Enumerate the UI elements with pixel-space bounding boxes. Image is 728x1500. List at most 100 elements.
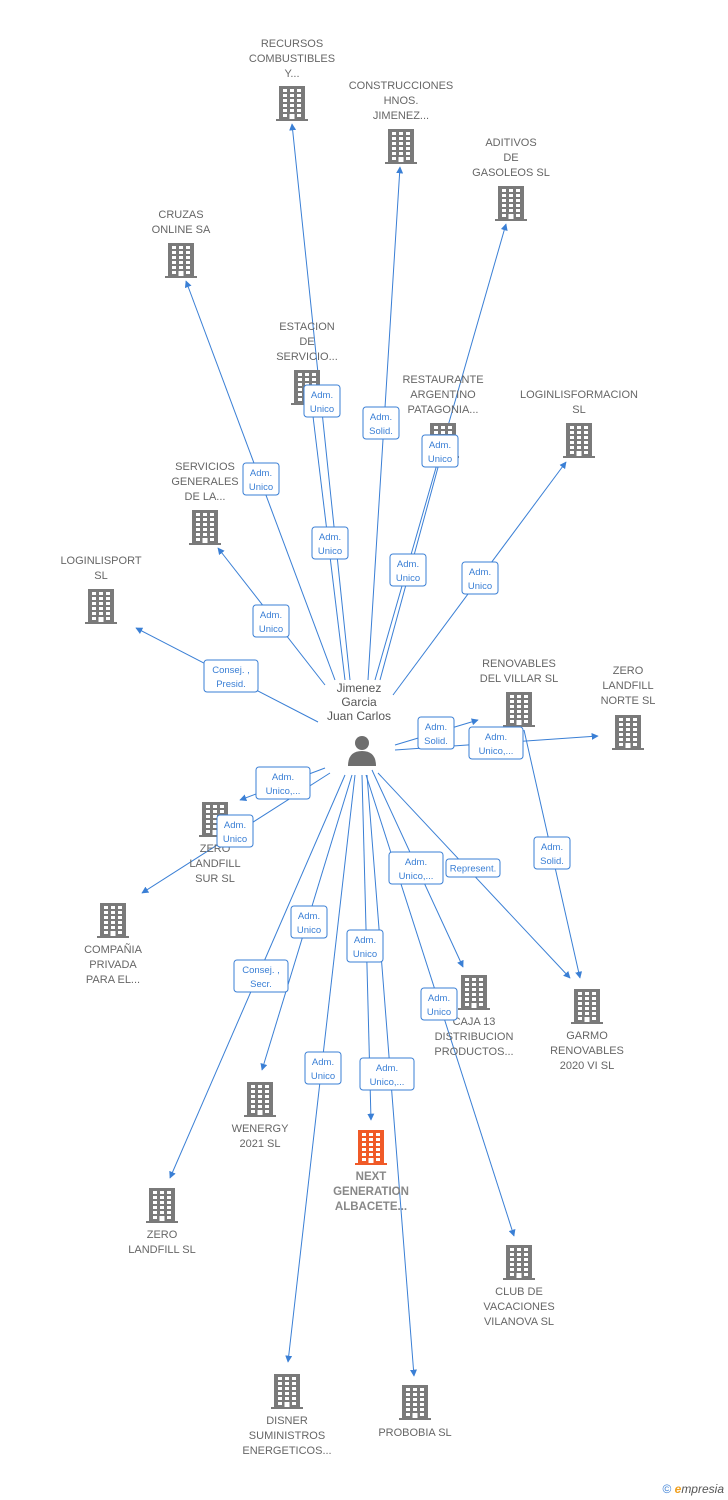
person-label: Jimenez: [337, 681, 382, 695]
nodes-layer: RECURSOSCOMBUSTIBLESY...CONSTRUCCIONESHN…: [60, 38, 655, 1457]
edge-badge-construcciones[interactable]: Adm.Solid.: [362, 406, 400, 440]
company-label: NORTE SL: [601, 695, 656, 707]
company-label: SL: [572, 404, 585, 416]
edge-badge-zeronorte[interactable]: Adm.Unico,...: [468, 726, 524, 760]
company-node-cruzas[interactable]: CRUZAS ONLINE SA: [152, 209, 211, 278]
company-label: PRIVADA: [89, 959, 137, 971]
building-icon: [146, 1188, 178, 1223]
edge-badge-zerolandfill[interactable]: Consej. ,Secr.: [233, 959, 289, 993]
edge-badge-loginlisformacion[interactable]: Adm.Unico: [461, 561, 499, 595]
edge-badge-box: [388, 851, 444, 885]
building-icon: [271, 1374, 303, 1409]
edge-badge-box: [461, 561, 499, 595]
company-node-probobia[interactable]: PROBOBIA SL: [378, 1385, 452, 1439]
edge-badge-box: [304, 1051, 342, 1085]
edge-badge-text: Solid.: [369, 426, 393, 437]
edge-badge-renov_garmo[interactable]: Adm.Solid.: [533, 836, 571, 870]
building-icon: [385, 129, 417, 164]
company-node-caja13[interactable]: CAJA 13DISTRIBUCIONPRODUCTOS...: [434, 975, 514, 1058]
edge-badge-box: [203, 659, 259, 693]
edge-badge-text: Unico,...: [370, 1077, 405, 1088]
company-label: COMBUSTIBLES: [249, 53, 335, 65]
edge-badge-text: Consej. ,: [212, 665, 250, 676]
company-label: SERVICIO...: [276, 351, 338, 363]
edge-badge-loginlisport[interactable]: Consej. ,Presid.: [203, 659, 259, 693]
edge-badge-restaurante[interactable]: Adm.Unico: [389, 553, 427, 587]
edge-badge-text: Adm.: [425, 722, 447, 733]
edge-badge-text: Adm.: [397, 559, 419, 570]
company-label: DISTRIBUCION: [435, 1031, 514, 1043]
company-node-nextgen[interactable]: NEXTGENERATIONALBACETE...: [333, 1130, 409, 1213]
edge-badge-renovables[interactable]: Adm.Solid.: [417, 716, 455, 750]
edge-badge-text: Unico: [311, 1071, 335, 1082]
company-node-zeronorte[interactable]: ZERO LANDFILL NORTE SL: [601, 665, 656, 750]
company-label: RESTAURANTE: [402, 374, 483, 386]
company-label: COMPAÑIA: [84, 943, 143, 956]
edge-badge-text: Unico: [223, 834, 247, 845]
company-label: 2020 VI SL: [560, 1060, 614, 1072]
building-icon: [276, 86, 308, 121]
edge-badge-zerosur[interactable]: Adm.Unico,...: [255, 766, 311, 800]
company-label: SL: [94, 570, 107, 582]
badges-layer: Adm.UnicoAdm.Solid.Adm.UnicoAdm.UnicoAdm…: [203, 384, 571, 1091]
building-icon: [458, 975, 490, 1010]
edge-badge-compania[interactable]: Adm.Unico: [216, 814, 254, 848]
building-icon: [355, 1130, 387, 1165]
company-label: PATAGONIA...: [408, 404, 479, 416]
company-node-construcciones[interactable]: CONSTRUCCIONESHNOS.JIMENEZ...: [349, 80, 454, 164]
edge-badge-caja13[interactable]: Adm.Unico,...: [388, 851, 444, 885]
edge-badge-text: Adm.: [311, 390, 333, 401]
edge-badge-wenergy[interactable]: Adm.Unico: [290, 905, 328, 939]
edge-badge-box: [420, 987, 458, 1021]
edge-badge-text: Unico,...: [399, 871, 434, 882]
company-label: CAJA 13: [453, 1016, 496, 1028]
edge-badge-nextgen[interactable]: Adm.Unico: [346, 929, 384, 963]
edge-badge-clubvacaciones[interactable]: Adm.Unico: [420, 987, 458, 1021]
footer-brand[interactable]: © empresia: [662, 1482, 724, 1496]
edge-badge-box: [346, 929, 384, 963]
edge-badge-text: Adm.: [428, 993, 450, 1004]
company-node-disner[interactable]: DISNERSUMINISTROSENERGETICOS...: [242, 1374, 332, 1457]
edge-badge-box: [417, 716, 455, 750]
company-node-recursos[interactable]: RECURSOSCOMBUSTIBLESY...: [249, 38, 335, 121]
edge-badge-recursos[interactable]: Adm.Unico: [303, 384, 341, 418]
company-label: GARMO: [566, 1030, 608, 1042]
edge-badge-text: Adm.: [298, 911, 320, 922]
edge-badge-box: [468, 726, 524, 760]
person-icon: [348, 736, 376, 766]
edge-badge-box: [311, 526, 349, 560]
edge-badge-estacion[interactable]: Adm.Unico: [311, 526, 349, 560]
company-label: ONLINE SA: [152, 224, 211, 236]
company-label: ZERO: [613, 665, 644, 677]
edge-badge-box: [533, 836, 571, 870]
company-label: PROBOBIA SL: [378, 1427, 451, 1439]
company-label: LOGINLISPORT: [60, 555, 141, 567]
edge-badge-aditivos[interactable]: Adm.Unico: [421, 434, 459, 468]
edge-badge-text: Adm.: [541, 842, 563, 853]
company-label: SUMINISTROS: [249, 1430, 325, 1442]
edge-badge-cruzas[interactable]: Adm.Unico: [242, 462, 280, 496]
edge-badge-servicios[interactable]: Adm.Unico: [252, 604, 290, 638]
edge-badge-text: Adm.: [469, 567, 491, 578]
edge-badge-garmo[interactable]: Represent.: [445, 858, 501, 878]
company-label: LANDFILL: [602, 680, 653, 692]
company-label: DEL VILLAR SL: [480, 673, 558, 685]
edge-badge-text: Adm.: [319, 532, 341, 543]
company-label: GENERATION: [333, 1186, 409, 1198]
company-label: WENERGY: [232, 1123, 290, 1135]
company-node-loginlisport[interactable]: LOGINLISPORT SL: [60, 555, 142, 624]
company-label: ESTACION: [279, 321, 334, 333]
edge-badge-probobia[interactable]: Adm.Unico,...: [359, 1057, 415, 1091]
edge-badge-disner[interactable]: Adm.Unico: [304, 1051, 342, 1085]
company-label: CRUZAS: [158, 209, 203, 221]
